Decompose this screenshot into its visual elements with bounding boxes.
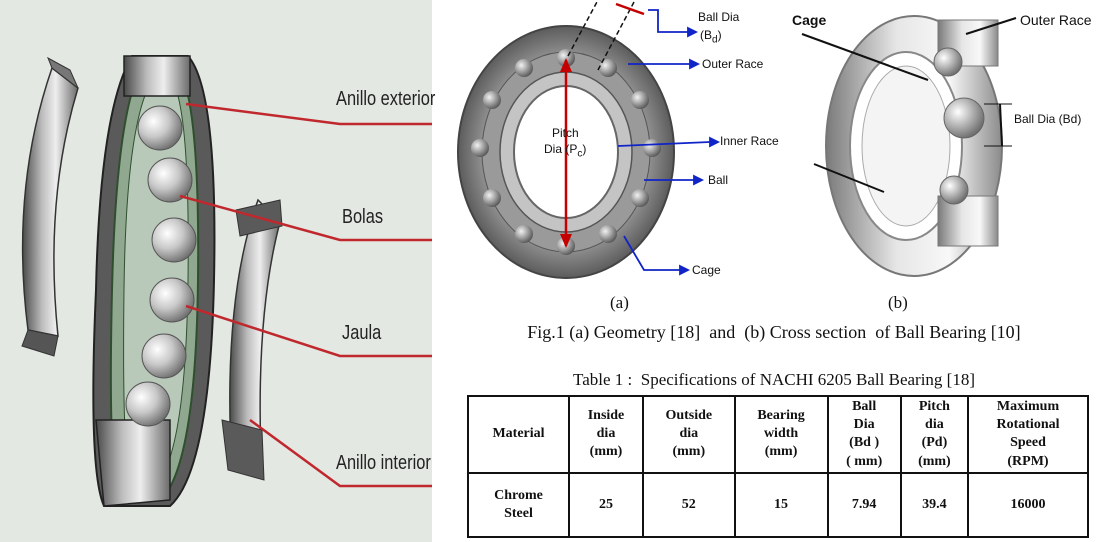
annotation-ball-dia: Ball Dia bbox=[698, 10, 740, 24]
annotation-inner-race: Inner Race bbox=[720, 134, 779, 148]
cage-balls bbox=[471, 49, 661, 255]
header-cell-text: Speed bbox=[1010, 435, 1046, 451]
ball-dia-close: ) bbox=[717, 28, 722, 42]
annotation-cage: Cage bbox=[692, 263, 721, 277]
leader-lines bbox=[179, 102, 432, 488]
header-cell-0: Material bbox=[467, 395, 570, 474]
pitch-dia-close: ) bbox=[582, 142, 587, 156]
header-cell-text: (mm) bbox=[589, 444, 623, 460]
table-caption: Table 1 : Specifications of NACHI 6205 B… bbox=[573, 370, 975, 389]
header-cell-text: dia bbox=[679, 426, 699, 442]
data-cell-text: 15 bbox=[774, 496, 789, 512]
figure-a-geometry: Ball Dia (Bd) Outer Race Pitch Dia (Pc) … bbox=[448, 0, 788, 312]
data-cell-text: 16000 bbox=[1010, 496, 1046, 512]
label-jaula: Jaula bbox=[342, 322, 382, 344]
sublabel-b: (b) bbox=[888, 293, 908, 312]
annotation-ball-dia-symbol: (Bd) bbox=[700, 28, 722, 45]
header-cell-text: Material bbox=[492, 426, 545, 442]
label-anillo-exterior: Anillo exterior bbox=[336, 88, 436, 110]
data-cell-2: 52 bbox=[642, 471, 736, 539]
header-cell-text: dia bbox=[925, 417, 944, 433]
annotation-cage-b: Cage bbox=[792, 12, 827, 28]
header-cell-3: Bearing width (mm) bbox=[733, 395, 829, 474]
ball-dia-open: (B bbox=[700, 28, 712, 42]
header-cell-text: (mm) bbox=[918, 453, 951, 469]
ball-dia-subscript: d bbox=[712, 34, 718, 46]
data-cell-text: 25 bbox=[598, 496, 613, 512]
pitch-dia-subscript: c bbox=[577, 148, 583, 160]
annotation-pitch: Pitch bbox=[552, 126, 579, 140]
data-cell-text: Chrome bbox=[494, 487, 543, 503]
header-cell-text: ( mm) bbox=[846, 453, 883, 469]
header-cell-text: Maximum bbox=[996, 399, 1060, 414]
header-cell-1: Inside dia (mm) bbox=[567, 395, 645, 474]
header-cell-5: Pitch dia (Pd) (mm) bbox=[899, 395, 970, 474]
header-cell-text: (mm) bbox=[764, 444, 798, 460]
annotation-ball: Ball bbox=[708, 173, 729, 187]
data-cell-text: 7.94 bbox=[851, 496, 877, 512]
data-cell-3: 15 bbox=[733, 471, 829, 539]
outer-ring-half bbox=[21, 56, 79, 357]
exploded-bearing-illustration bbox=[21, 55, 432, 507]
annotation-outer-race-b: Outer Race bbox=[1020, 12, 1092, 28]
sublabel-a: (a) bbox=[610, 293, 629, 312]
data-cell-5: 39.4 bbox=[899, 471, 970, 539]
data-cell-text: Steel bbox=[504, 505, 533, 521]
exploded-bearing-figure: Anillo exterior Bolas Jaula Anillo inter… bbox=[0, 0, 436, 542]
header-cell-text: Inside bbox=[587, 408, 625, 424]
header-cell-text: Outside bbox=[665, 408, 713, 424]
header-cell-text: (Bd ) bbox=[849, 435, 880, 451]
header-cell-text: Ball bbox=[852, 399, 877, 414]
header-cell-text: Rotational bbox=[996, 417, 1060, 433]
data-cell-text: 52 bbox=[681, 496, 696, 512]
bearing-cross-section-view bbox=[801, 15, 1017, 277]
annotation-outer-race: Outer Race bbox=[702, 57, 764, 71]
figure-b-cross-section: Cage Outer Race Ball Dia (Bd) (b) bbox=[788, 0, 1100, 312]
header-cell-text: (Pd) bbox=[921, 435, 948, 451]
data-cell-text: 39.4 bbox=[922, 496, 947, 512]
data-cell-6: 16000 bbox=[967, 471, 1089, 539]
header-cell-text: Bearing bbox=[757, 408, 805, 424]
figure-caption: Fig.1 (a) Geometry [18] and (b) Cross se… bbox=[527, 322, 1021, 342]
annotation-ball-dia-b: Ball Dia (Bd) bbox=[1014, 112, 1082, 126]
inner-ring-half bbox=[221, 198, 283, 481]
pitch-dia-text: Dia (P bbox=[544, 142, 578, 156]
header-cell-text: width bbox=[763, 426, 799, 442]
label-anillo-interior: Anillo interior bbox=[336, 452, 431, 474]
annotation-pitch-dia: Dia (Pc) bbox=[544, 142, 586, 159]
header-cell-text: Dia bbox=[853, 417, 875, 433]
header-cell-text: (mm) bbox=[672, 444, 706, 460]
data-cell-1: 25 bbox=[567, 471, 645, 539]
header-cell-2: Outside dia (mm) bbox=[642, 395, 736, 474]
label-bolas: Bolas bbox=[342, 206, 384, 228]
header-cell-text: dia bbox=[596, 426, 616, 442]
header-cell-text: (RPM) bbox=[1007, 453, 1049, 469]
header-cell-text: Pitch bbox=[918, 399, 950, 414]
bearing-balls bbox=[125, 105, 197, 427]
bearing-front-view bbox=[457, 0, 721, 279]
data-cell-4: 7.94 bbox=[826, 471, 902, 539]
